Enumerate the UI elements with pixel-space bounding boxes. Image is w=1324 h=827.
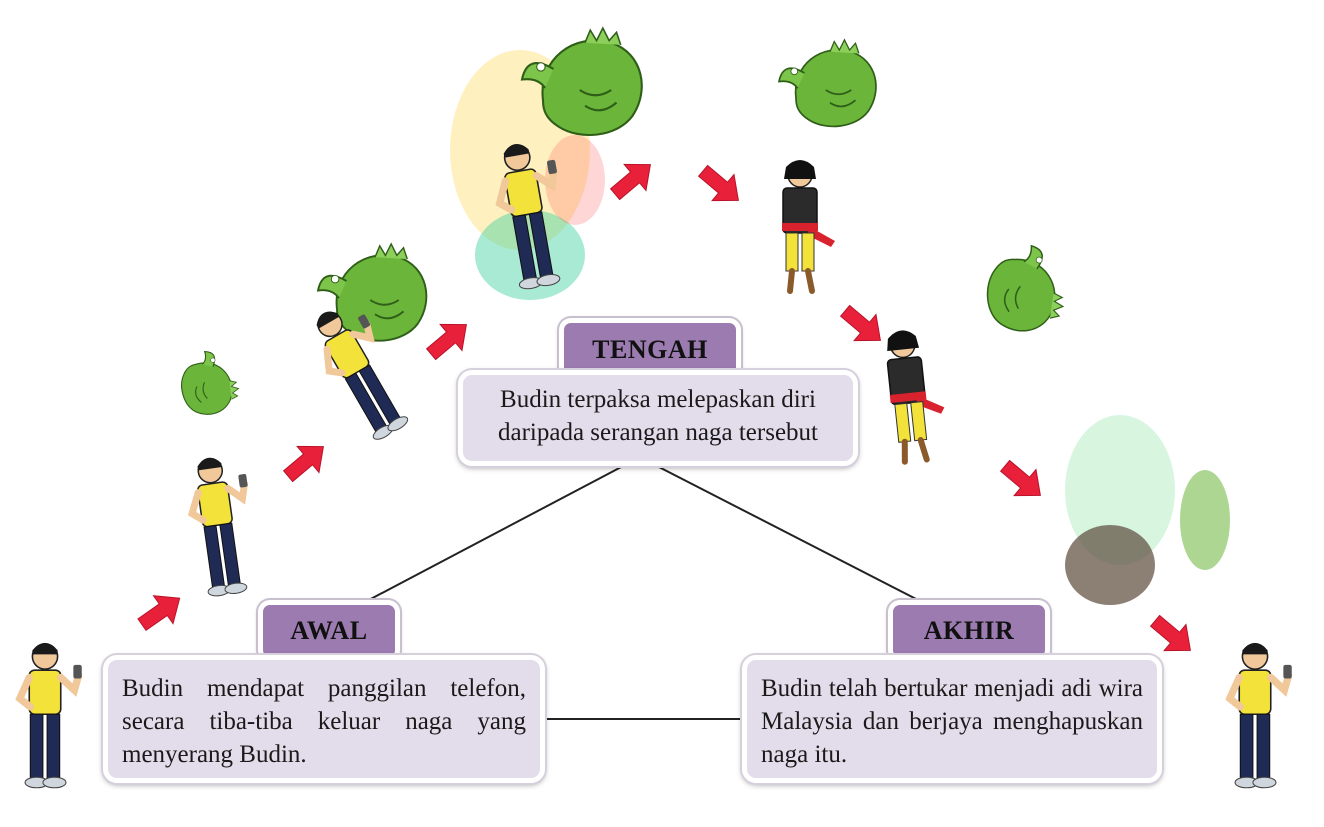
akhir-description: Budin telah bertukar menjadi adi wira Ma… xyxy=(761,675,1143,768)
flow-arrow-icon xyxy=(419,311,478,368)
awal-description-box: Budin mendapat panggilan telefon, secara… xyxy=(103,655,545,783)
tengah-description-box: Budin terpaksa melepaskan diri daripada … xyxy=(458,370,858,466)
flow-arrow-icon xyxy=(276,433,335,490)
flow-arrow-icon xyxy=(833,297,892,354)
flow-arrow-icon xyxy=(691,157,750,214)
flow-arrow-icon xyxy=(131,583,190,640)
characters xyxy=(20,27,1292,788)
flow-arrow-icon xyxy=(603,151,662,208)
dragon-held-illustration xyxy=(778,38,877,128)
line-tengah-awal xyxy=(364,464,626,603)
akhir-label: AKHIR xyxy=(888,600,1050,662)
flow-arrow-icon xyxy=(993,452,1052,509)
hero-lifting-illustration xyxy=(782,160,835,291)
boy-standing-end-illustration xyxy=(1230,643,1292,788)
dragon-dissolving-illustration xyxy=(1065,415,1230,605)
boy-startled-illustration xyxy=(185,453,263,598)
dragon-small-illustration xyxy=(175,346,243,419)
awal-label: AWAL xyxy=(258,600,400,662)
awal-description: Budin mendapat panggilan telefon, secara… xyxy=(122,675,526,768)
connector-lines xyxy=(364,464,923,720)
hero-punching-illustration xyxy=(883,327,949,463)
line-tengah-akhir xyxy=(654,464,923,603)
tengah-description: Budin terpaksa melepaskan diri daripada … xyxy=(498,386,818,446)
akhir-description-box: Budin telah bertukar menjadi adi wira Ma… xyxy=(742,655,1162,783)
boy-with-phone-illustration xyxy=(20,643,82,788)
dragon-falling-illustration xyxy=(983,241,1069,336)
